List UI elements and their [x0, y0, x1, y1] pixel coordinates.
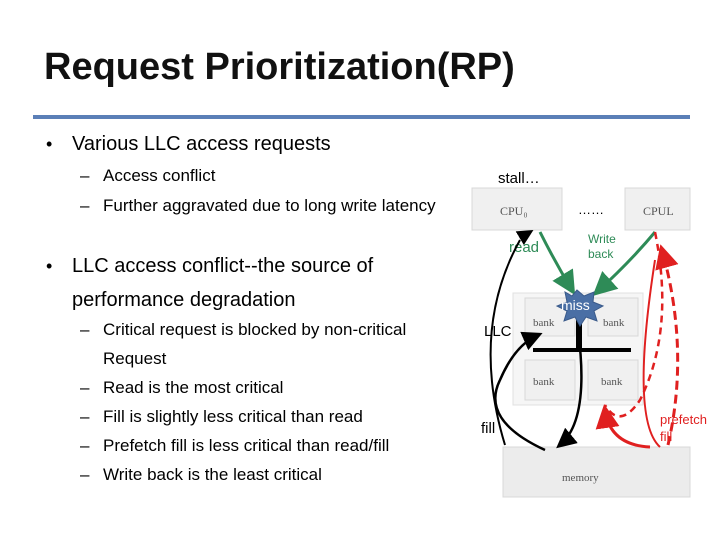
sub-bullet-dash: –: [80, 465, 90, 484]
sub-bullet-write-back: Write back is the least critical: [103, 465, 322, 484]
llc-label: LLC: [484, 323, 512, 340]
prefetch-solid-arrow: [642, 259, 661, 448]
prefetch-label-2: fill: [660, 429, 672, 444]
write-back-arrow: [592, 231, 657, 297]
prefetch-dashed-arrow: [655, 244, 680, 446]
bullet-dot: •: [46, 134, 53, 154]
read-arrow: [538, 231, 576, 296]
write-back-label-1: Write: [588, 232, 616, 246]
sub-bullet-read: Read is the most critical: [103, 378, 284, 397]
sub-bullet-critical-blocked: Critical request is blocked by non-criti…: [103, 320, 407, 339]
memory-box: [502, 446, 691, 498]
write-back-label-2: back: [588, 247, 614, 261]
sub-bullet-critical-blocked-cont: Request: [103, 349, 167, 368]
sub-bullet-dash: –: [80, 196, 90, 215]
cpul-label: CPUL: [643, 204, 674, 218]
miss-to-memory-arrow: [556, 329, 583, 449]
fill-to-cpu-arrow: [489, 239, 521, 446]
bank-box: [587, 359, 639, 401]
bank-box: [524, 359, 576, 401]
stall-label: stall…: [498, 170, 540, 187]
prefetch-fill-arrow: [595, 404, 651, 449]
bank-label: bank: [533, 376, 555, 388]
bullet-dot: •: [46, 256, 53, 276]
sub-bullet-access-conflict: Access conflict: [103, 166, 216, 185]
sub-bullet-dash: –: [80, 166, 90, 185]
bullet-conflict-line1: LLC access conflict--the source of: [72, 255, 374, 277]
sub-bullet-dash: –: [80, 407, 90, 426]
bank-label: bank: [533, 317, 555, 329]
sub-bullet-prefetch: Prefetch fill is less critical than read…: [103, 436, 390, 455]
title-divider: [33, 115, 690, 119]
cpu0-arrowhead: [515, 229, 534, 246]
fill-label: fill: [481, 420, 495, 437]
sub-bullet-dash: –: [80, 378, 90, 397]
bank-label: bank: [603, 317, 625, 329]
sub-bullet-fill: Fill is slightly less critical than read: [103, 407, 363, 426]
memory-label: memory: [562, 472, 599, 484]
sub-bullet-dash: –: [80, 320, 90, 339]
bank-label: bank: [601, 376, 623, 388]
cpu-ellipsis: ……: [578, 202, 604, 217]
miss-burst-icon: [555, 289, 605, 327]
miss-label: miss: [561, 297, 590, 313]
prefetch-label-1: prefetch: [660, 412, 707, 427]
cpul-box: [624, 187, 691, 231]
fill-return-arrow: [494, 331, 546, 452]
page-title: Request Prioritization(RP): [44, 46, 515, 88]
bullet-llc-requests: Various LLC access requests: [72, 133, 331, 155]
sub-bullet-write-latency: Further aggravated due to long write lat…: [103, 196, 436, 215]
bullet-conflict-line2: performance degradation: [72, 289, 296, 311]
prefetch-dashed-arrow-2: [603, 231, 664, 418]
cpu0-label: CPU₀: [500, 204, 528, 218]
sub-bullet-dash: –: [80, 436, 90, 455]
